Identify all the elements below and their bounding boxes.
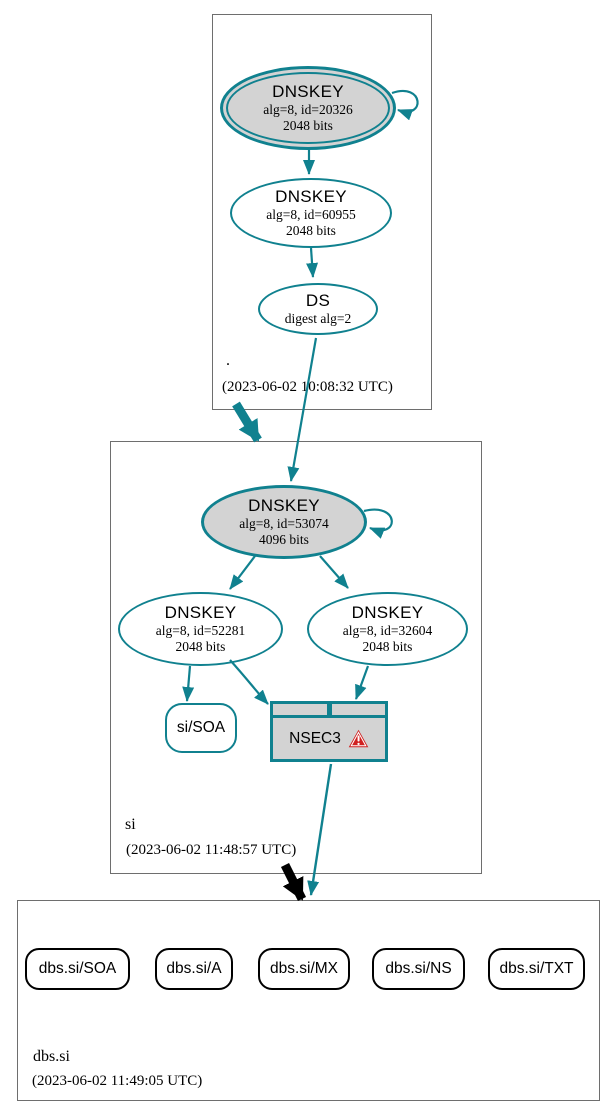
node-nsec3[interactable]: NSEC3 (270, 701, 388, 762)
zone-label-dbs-si: dbs.si (33, 1048, 70, 1065)
node-detail: alg=8, id=60955 (266, 206, 356, 222)
node-detail: alg=8, id=32604 (342, 622, 433, 638)
node-detail: 2048 bits (283, 117, 333, 133)
node-title: DNSKEY (275, 187, 347, 207)
nsec3-header-cell (331, 704, 385, 715)
node-si-zsk-32604-dnskey[interactable]: DNSKEY alg=8, id=32604 2048 bits (307, 592, 468, 666)
zone-box-root (212, 14, 432, 410)
rrset-label: dbs.si/TXT (499, 960, 574, 977)
node-detail: digest alg=2 (284, 310, 352, 326)
node-dbs-si-soa-rrset[interactable]: dbs.si/SOA (25, 948, 130, 990)
node-si-ksk-dnskey[interactable]: DNSKEY alg=8, id=53074 4096 bits (201, 485, 367, 559)
node-dbs-si-a-rrset[interactable]: dbs.si/A (155, 948, 233, 990)
zone-label-root: . (226, 352, 230, 369)
rrset-label: dbs.si/SOA (38, 960, 117, 977)
rrset-label: si/SOA (176, 719, 226, 736)
nsec3-label: NSEC3 (289, 729, 341, 747)
node-title: DNSKEY (351, 603, 424, 623)
node-si-zsk-52281-dnskey[interactable]: DNSKEY alg=8, id=52281 2048 bits (118, 592, 283, 666)
nsec3-body: NSEC3 (273, 718, 385, 759)
zone-timestamp-si: (2023-06-02 11:48:57 UTC) (126, 842, 297, 858)
node-detail: 4096 bits (259, 531, 309, 547)
node-root-ds[interactable]: DS digest alg=2 (258, 283, 378, 335)
node-dbs-si-txt-rrset[interactable]: dbs.si/TXT (488, 948, 585, 990)
zone-timestamp-root: (2023-06-02 10:08:32 UTC) (222, 379, 393, 395)
node-root-zsk-dnskey[interactable]: DNSKEY alg=8, id=60955 2048 bits (230, 178, 392, 248)
rrset-label: dbs.si/NS (385, 960, 452, 977)
node-detail: 2048 bits (175, 638, 226, 654)
rrset-label: dbs.si/MX (269, 960, 339, 977)
node-detail: alg=8, id=53074 (239, 515, 329, 531)
zone-box-dbs-si (17, 900, 600, 1101)
zone-timestamp-dbs-si: (2023-06-02 11:49:05 UTC) (32, 1073, 203, 1089)
node-root-ksk-dnskey[interactable]: DNSKEY alg=8, id=20326 2048 bits (220, 66, 396, 150)
rrset-label: dbs.si/A (166, 960, 222, 977)
node-detail: alg=8, id=20326 (263, 101, 353, 117)
nsec3-header-cell (273, 704, 327, 715)
node-title: DS (305, 291, 331, 311)
node-title: DNSKEY (248, 496, 320, 516)
node-detail: 2048 bits (362, 638, 413, 654)
node-title: DNSKEY (272, 82, 344, 102)
node-si-soa-rrset[interactable]: si/SOA (165, 703, 237, 753)
node-title: DNSKEY (164, 603, 237, 623)
node-detail: 2048 bits (286, 222, 336, 238)
node-dbs-si-ns-rrset[interactable]: dbs.si/NS (372, 948, 465, 990)
zone-label-si: si (125, 816, 136, 833)
node-detail: alg=8, id=52281 (155, 622, 246, 638)
nsec3-header (273, 704, 385, 715)
warning-icon (348, 729, 369, 748)
node-dbs-si-mx-rrset[interactable]: dbs.si/MX (258, 948, 350, 990)
